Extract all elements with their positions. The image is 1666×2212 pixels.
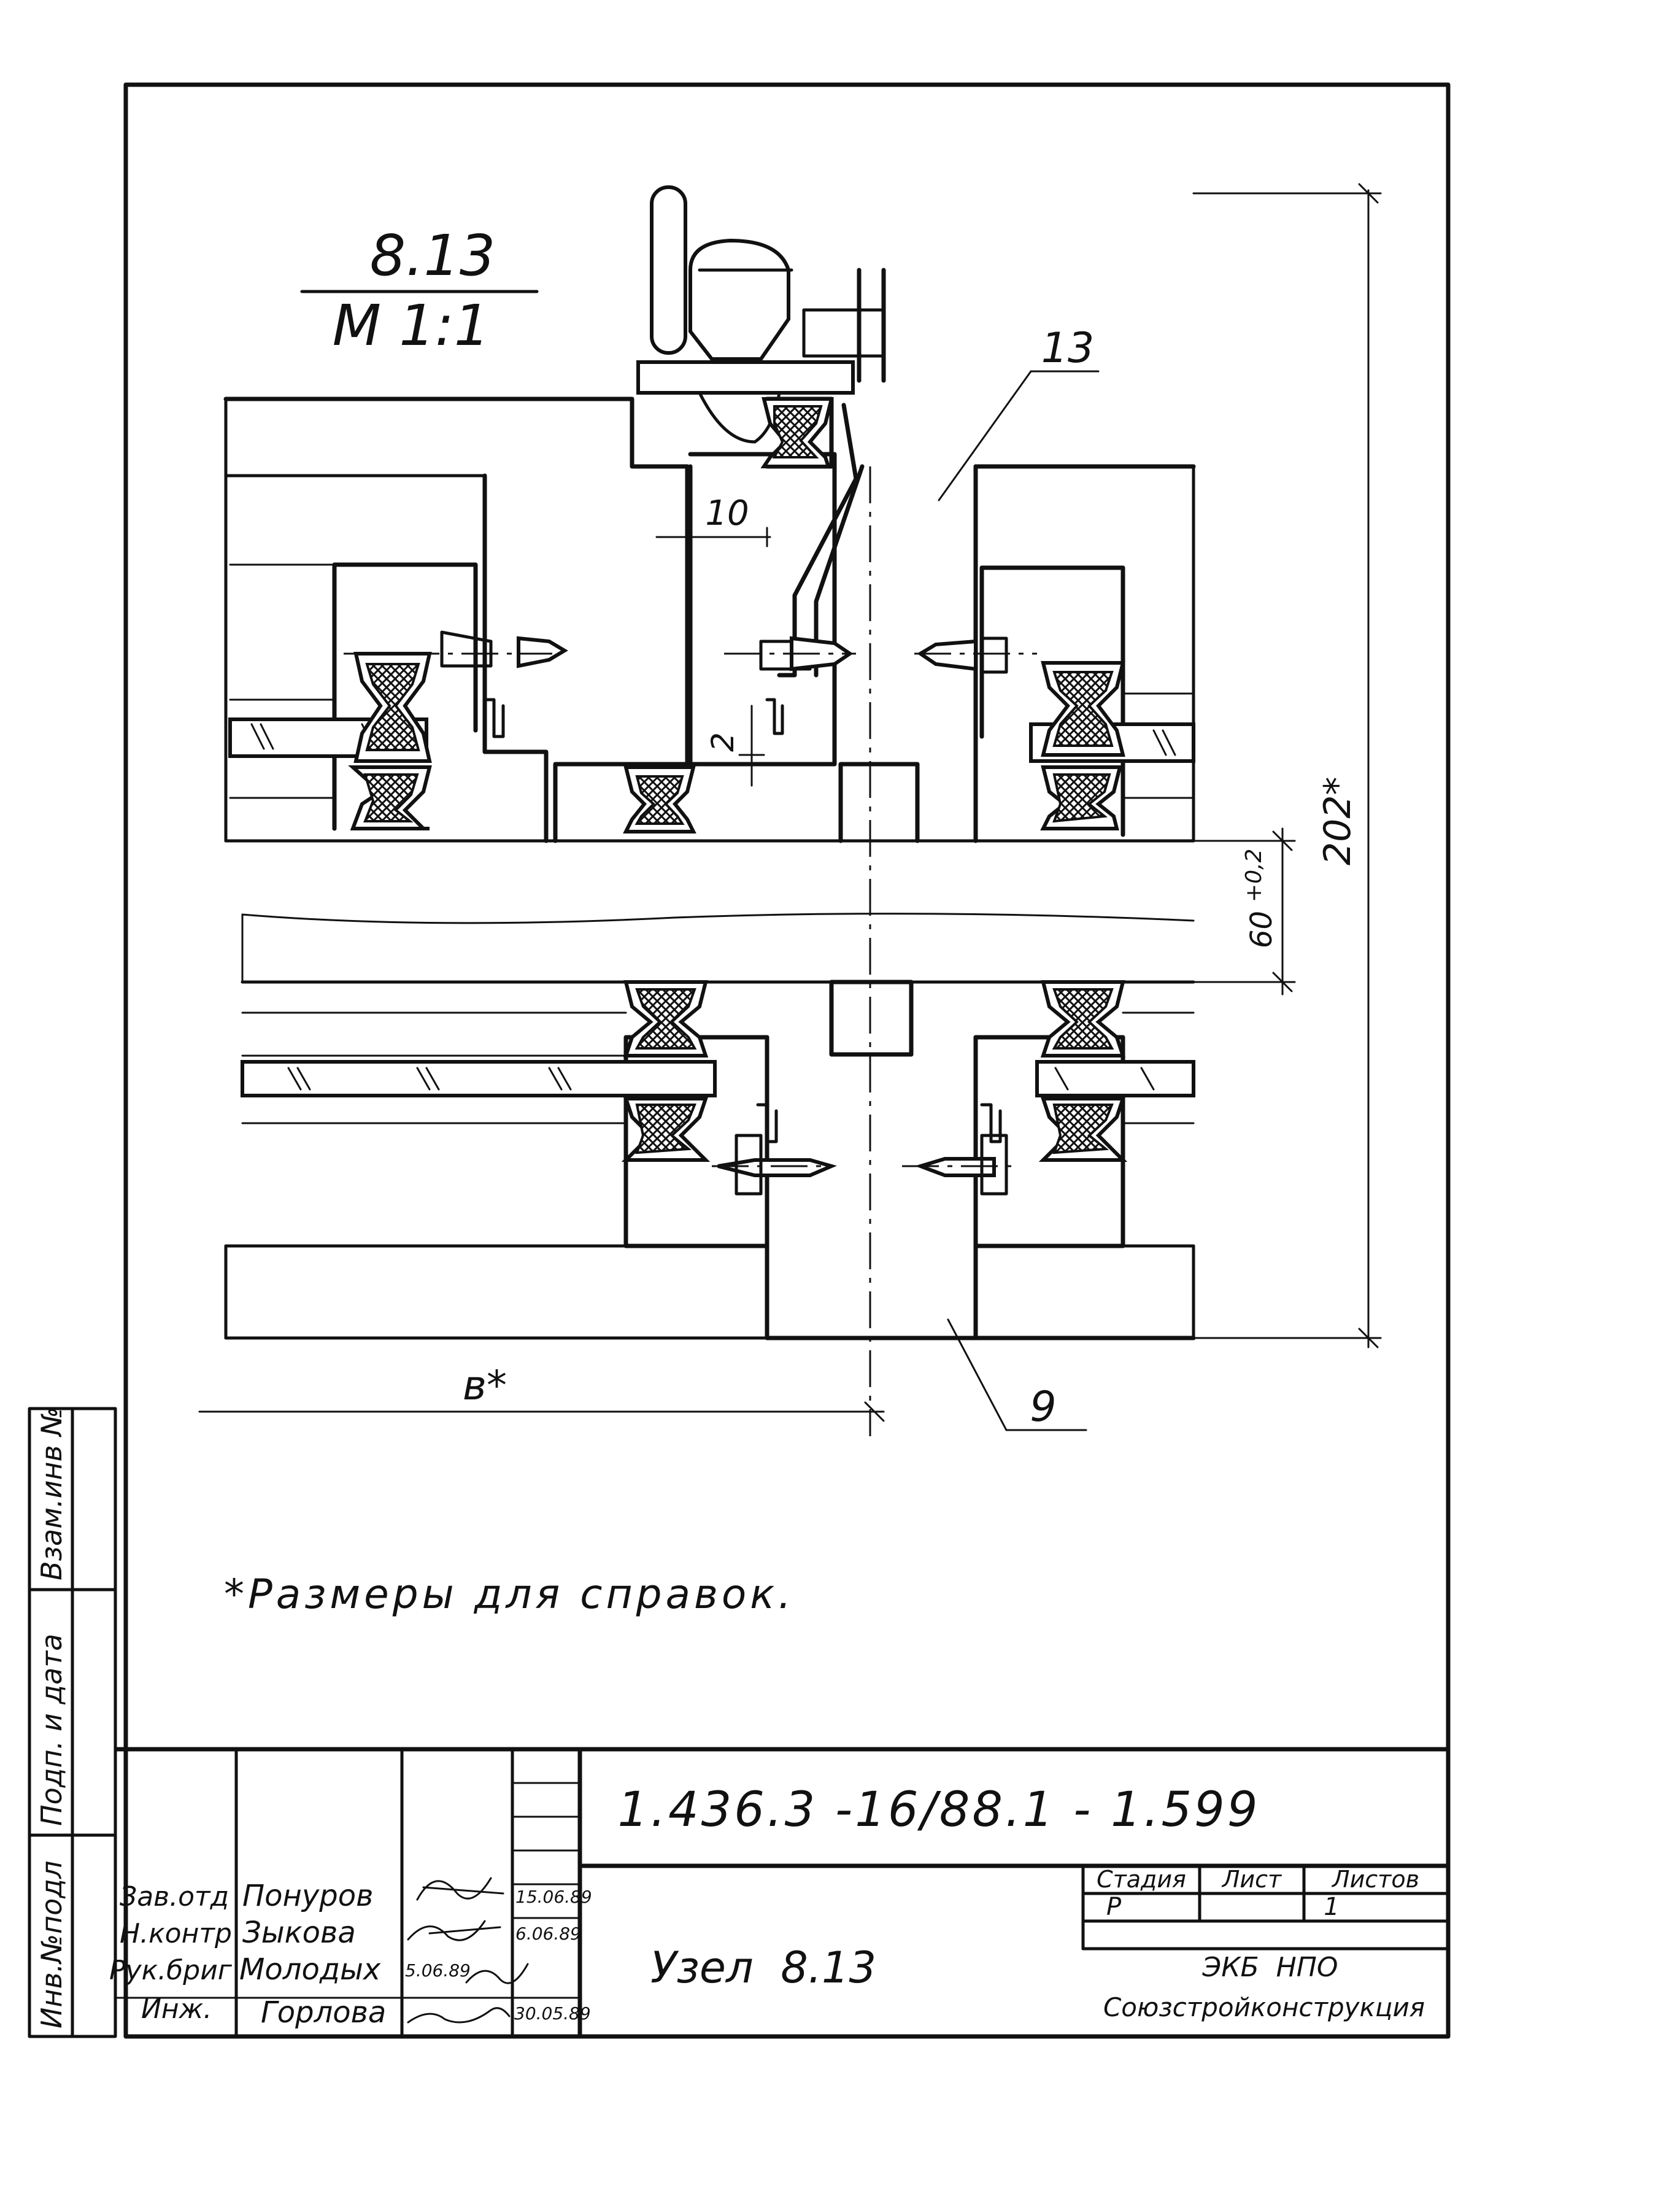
sign-role-1: Зав.отд [120,1881,229,1912]
side-stamp-replace-inv: Взам.инв № [35,1407,68,1580]
callout-part-13: 13 [1041,324,1095,373]
handwritten-signatures [407,1877,529,2024]
seal-profiles [348,397,1128,1162]
dim-opening: 60 [1244,911,1279,948]
sheets-header: Листов [1331,1866,1419,1893]
dim-overall-height: 202* [1316,776,1359,865]
sign-role-3: Рук.бриг [109,1955,233,1986]
sign-date-1: 15.06.89 [515,1887,592,1907]
stage-header: Стадия [1097,1866,1186,1893]
dim-width-b: в* [463,1362,507,1409]
sheet-frame [123,82,1451,2039]
sign-role-2: Н.контр [120,1918,232,1949]
callouts: 13 9 [938,324,1100,1431]
sign-role-4: Инж. [141,1994,212,2025]
sign-name-3: Молодых [239,1952,381,1987]
document-code: 1.436.3 -16/88.1 - 1.599 [618,1782,1260,1838]
title-block: 1.436.3 -16/88.1 - 1.599 Узел 8.13 Стади… [109,1747,1451,2039]
side-stamp-sign-date: Подп. и дата [35,1634,68,1826]
callout-part-9: 9 [1030,1383,1056,1431]
sign-name-2: Зыкова [242,1916,356,1950]
dim-gap-width: 10 [705,493,749,533]
node-label: 8.13 М 1:1 [300,223,539,358]
sign-name-1: Понуров [242,1879,373,1913]
reference-note: *Размеры для справок. [224,1571,795,1618]
dim-gap-offset: 2 [705,732,741,752]
stage-value: Р [1106,1893,1122,1921]
side-stamp: Взам.инв № Подп. и дата Инв.№подл [28,1407,117,2038]
sheet-header: Лист [1221,1866,1282,1893]
drawing-name: Узел 8.13 [650,1943,876,1993]
organization-line1: ЭКБ НПО [1202,1952,1338,1983]
side-stamp-inv-original: Инв.№подл [35,1861,68,2028]
assembly-section [223,185,1196,1436]
sheets-value: 1 [1324,1893,1339,1921]
dim-opening-tolerance: +0,2 [1241,849,1267,902]
node-scale: М 1:1 [333,293,490,358]
node-title: 8.13 [370,223,496,288]
sign-date-2: 6.06.89 [515,1924,581,1944]
dimensions: 10 2 202* 60 +0,2 в* [198,183,1382,1422]
organization-line2: Союзстройконструкция [1103,1992,1425,2022]
sign-name-4: Горлова [261,1995,386,2030]
sign-date-3: 5.06.89 [405,1960,471,1981]
sign-date-4: 30.05.89 [514,2003,591,2024]
